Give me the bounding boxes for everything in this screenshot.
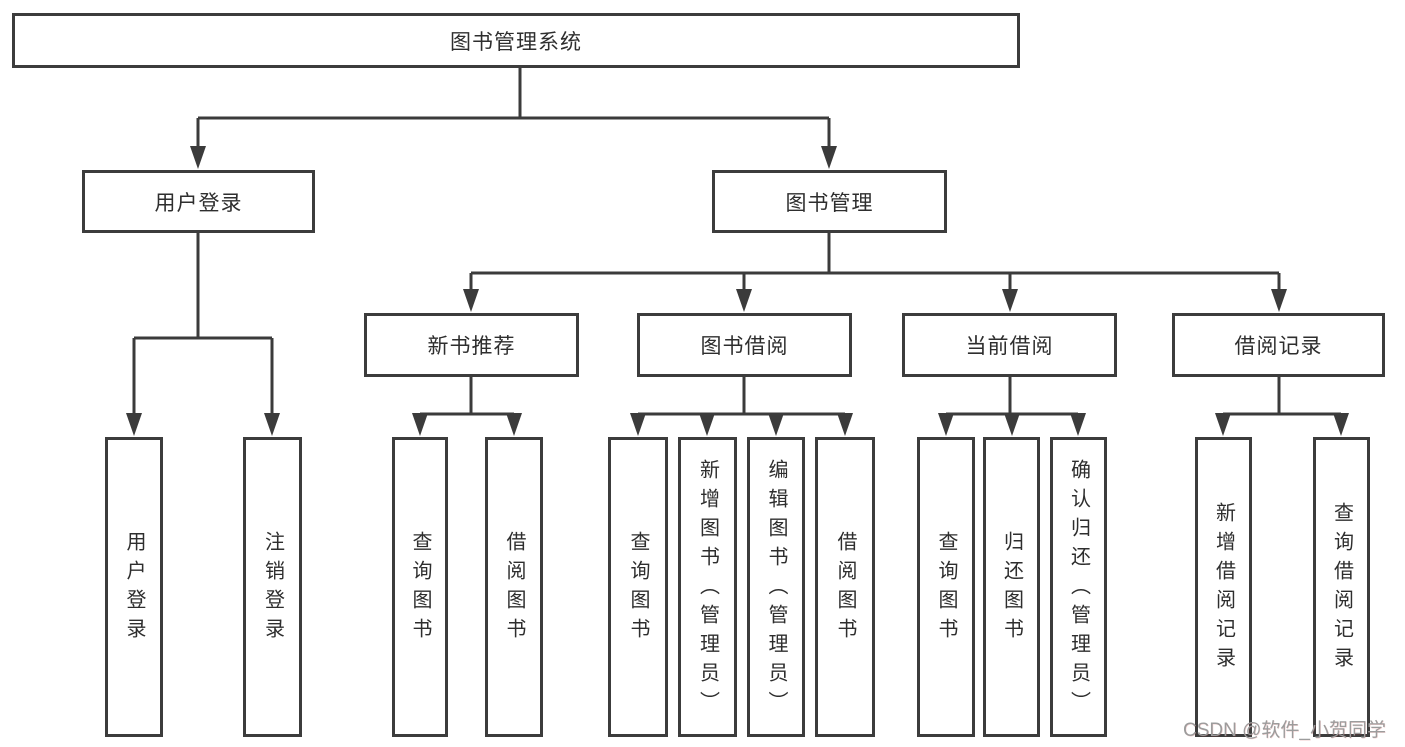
- connector-bookmgmt-to-level3: [463, 233, 1287, 312]
- node-borrowing-records: 借阅记录: [1172, 313, 1385, 377]
- leaf-logout: 注销登录: [243, 437, 302, 737]
- leaf-confirm-return-admin: 确认归还（管理员）: [1050, 437, 1107, 737]
- connector-userlogin-children: [126, 233, 280, 436]
- node-book-management: 图书管理: [712, 170, 947, 233]
- connector-borrowing-children: [630, 377, 853, 436]
- leaf-edit-books-admin: 编辑图书（管理员）: [747, 437, 805, 737]
- connector-records-children: [1215, 377, 1349, 436]
- node-new-book-recommend: 新书推荐: [364, 313, 579, 377]
- connector-current-children: [938, 377, 1086, 436]
- connector-root-to-level2: [190, 67, 837, 169]
- node-current-borrowing: 当前借阅: [902, 313, 1117, 377]
- node-root-system: 图书管理系统: [12, 13, 1020, 68]
- leaf-add-books-admin: 新增图书（管理员）: [678, 437, 737, 737]
- leaf-borrow-books-recommend: 借阅图书: [485, 437, 543, 737]
- leaf-borrow-books-borrowing: 借阅图书: [815, 437, 875, 737]
- leaf-query-books-current: 查询图书: [917, 437, 975, 737]
- leaf-query-books-recommend: 查询图书: [392, 437, 448, 737]
- csdn-watermark: CSDN @软件_小贺同学: [1183, 720, 1386, 741]
- connector-newbooks-children: [412, 377, 522, 436]
- leaf-user-login: 用户登录: [105, 437, 163, 737]
- leaf-add-borrow-record: 新增借阅记录: [1195, 437, 1252, 737]
- node-user-login-group: 用户登录: [82, 170, 315, 233]
- leaf-query-borrow-record: 查询借阅记录: [1313, 437, 1370, 737]
- node-book-borrowing: 图书借阅: [637, 313, 852, 377]
- leaf-query-books-borrowing: 查询图书: [608, 437, 668, 737]
- leaf-return-books: 归还图书: [983, 437, 1040, 737]
